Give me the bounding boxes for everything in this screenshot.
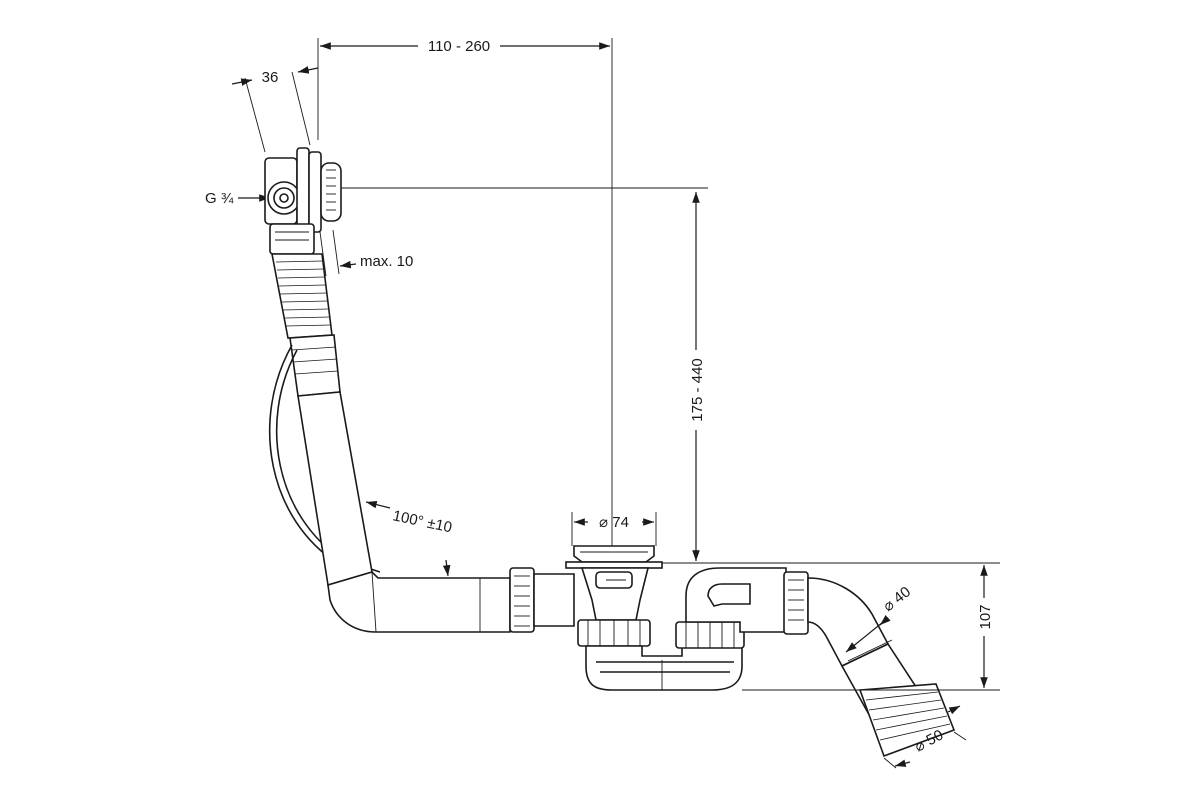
- dimension-thread: G ¾: [205, 190, 270, 207]
- dimension-angle: 100° ±10: [365, 500, 454, 577]
- dimension-height-range: 175 - 440: [650, 192, 1000, 564]
- outlet-elbow: [807, 577, 956, 758]
- dimension-top-span: 110 - 260: [317, 38, 613, 565]
- dimension-overflow-depth: 36: [231, 66, 319, 153]
- label-overflow-depth: 36: [262, 69, 279, 86]
- trap: [585, 567, 787, 691]
- label-wall-thickness: max. 10: [360, 253, 413, 270]
- pipe-nut-right: [783, 571, 809, 635]
- dimension-drain-diameter: ⌀ 74: [571, 512, 657, 546]
- drain-body: [565, 545, 663, 647]
- overflow-head: [264, 147, 708, 273]
- label-top-span: 110 - 260: [428, 38, 490, 55]
- pipe-nut-left: [509, 567, 575, 633]
- label-angle: 100° ±10: [391, 507, 453, 536]
- flexible-hose: [271, 253, 341, 397]
- dimension-trap-height: 107: [742, 565, 1000, 691]
- label-trap-height: 107: [977, 604, 994, 629]
- dimension-wall-thickness: max. 10: [311, 229, 413, 277]
- label-outlet-diameter: ⌀ 40: [880, 583, 914, 615]
- overflow-pipe: [297, 391, 511, 633]
- label-thread: G ¾: [205, 190, 234, 207]
- label-drain-diameter: ⌀ 74: [599, 514, 629, 531]
- label-height-range: 175 - 440: [689, 358, 706, 421]
